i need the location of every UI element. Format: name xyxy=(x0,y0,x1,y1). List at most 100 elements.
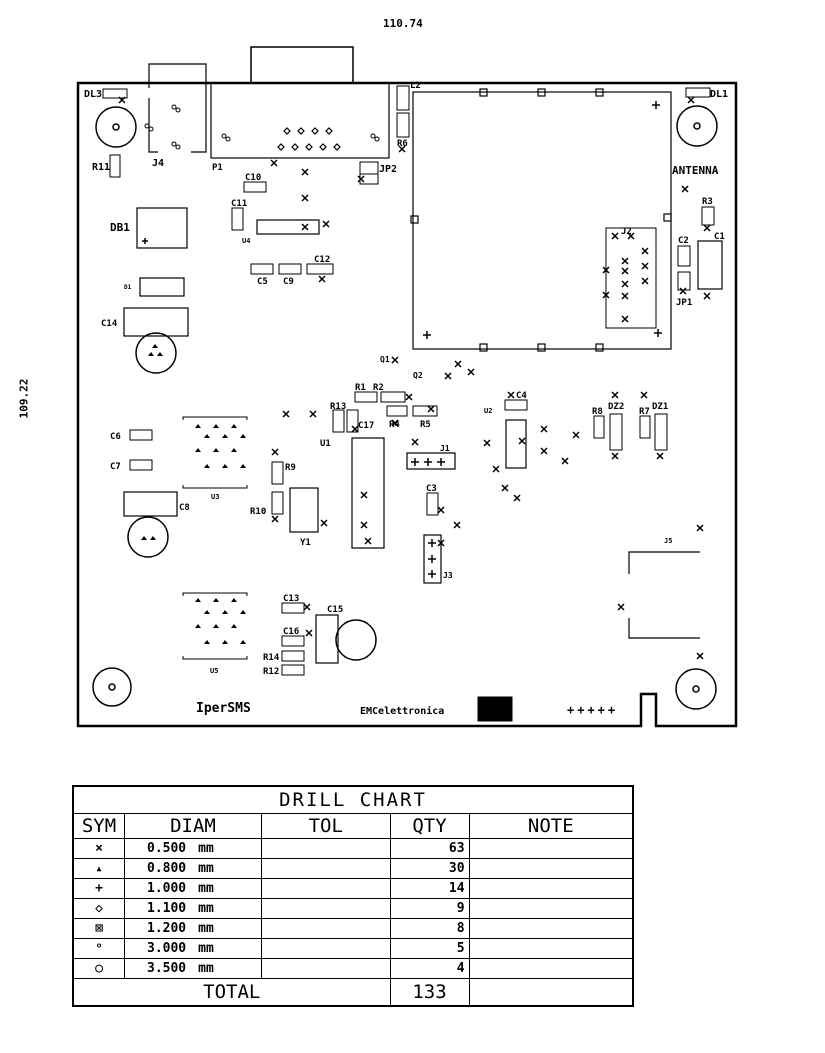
label-c9: C9 xyxy=(283,277,294,287)
diam-unit: mm xyxy=(198,881,214,896)
label-j4: J4 xyxy=(152,158,164,169)
component-labels: DL3 DL1 J4 R11 P1 L2 R6 JP2 C10 C11 U4 D… xyxy=(84,81,728,717)
label-c12: C12 xyxy=(314,255,330,265)
label-jp2: JP2 xyxy=(379,164,397,175)
diam-unit: mm xyxy=(198,941,214,956)
label-r11: R11 xyxy=(92,162,110,173)
label-r1: R1 xyxy=(355,383,366,393)
label-r5: R5 xyxy=(420,420,431,430)
label-c7: C7 xyxy=(110,462,121,472)
j1-outline xyxy=(406,452,456,470)
label-u2: U2 xyxy=(484,407,492,415)
drill-chart-total-row: TOTAL 133 xyxy=(72,978,634,1007)
note-cell xyxy=(468,838,634,859)
u2-outline xyxy=(505,419,527,469)
note-cell xyxy=(468,918,634,939)
label-r10: R10 xyxy=(250,507,266,517)
antenna-label: ANTENNA xyxy=(672,164,719,177)
label-j1: J1 xyxy=(440,444,450,453)
header-qty: QTY xyxy=(389,813,470,839)
header-note: NOTE xyxy=(468,813,634,839)
drill-cross-symbols xyxy=(118,96,711,660)
note-cell xyxy=(468,858,634,879)
drill-diamond-symbols xyxy=(277,127,341,151)
drill-chart-title: DRILL CHART xyxy=(72,785,634,814)
note-cell xyxy=(468,958,634,979)
label-c17: C17 xyxy=(358,421,374,431)
label-u5: U5 xyxy=(210,667,218,675)
note-cell xyxy=(468,878,634,899)
bottom-plus-marks: +++++ xyxy=(567,703,618,717)
db1-outline xyxy=(136,207,188,249)
label-jp1: JP1 xyxy=(676,298,692,308)
qty-cell: 5 xyxy=(389,938,470,959)
y1-outline xyxy=(289,487,319,533)
label-j2: J2 xyxy=(621,227,632,237)
label-c15: C15 xyxy=(327,605,343,615)
label-c2: C2 xyxy=(678,236,689,246)
label-c5: C5 xyxy=(257,277,268,287)
tol-cell xyxy=(261,898,391,919)
label-j3: J3 xyxy=(443,571,453,580)
pcb-drill-drawing: DL3 DL1 J4 R11 P1 L2 R6 JP2 C10 C11 U4 D… xyxy=(76,46,738,728)
label-c16: C16 xyxy=(283,627,299,637)
label-c10: C10 xyxy=(245,173,261,183)
board-name: IperSMS xyxy=(196,701,251,716)
label-r13: R13 xyxy=(330,402,346,412)
header-tol: TOL xyxy=(261,813,391,839)
label-p1: P1 xyxy=(212,163,223,173)
smd-parts xyxy=(102,85,715,722)
label-dz1: DZ1 xyxy=(652,402,668,412)
tol-cell xyxy=(261,958,391,979)
label-dl1: DL1 xyxy=(710,89,728,100)
board-width-dimension: 110.74 xyxy=(383,17,423,30)
u4-outline xyxy=(256,219,320,235)
total-label: TOTAL xyxy=(72,978,391,1007)
label-u3: U3 xyxy=(211,493,219,501)
diam-value: 1.200 xyxy=(147,921,187,936)
qty-cell: 14 xyxy=(389,878,470,899)
c1-outline xyxy=(697,240,723,290)
label-r7: R7 xyxy=(639,407,650,417)
label-r2: R2 xyxy=(373,383,384,393)
note-cell xyxy=(468,938,634,959)
circle-symbol-icon: ○ xyxy=(72,958,125,979)
d1-outline xyxy=(139,277,185,297)
label-y1: Y1 xyxy=(300,538,311,548)
diam-value: 3.500 xyxy=(147,961,187,976)
board-outline xyxy=(76,81,738,728)
j2-outline xyxy=(605,227,657,329)
qty-cell: 63 xyxy=(389,838,470,859)
diam-unit: mm xyxy=(198,861,214,876)
label-q2: Q2 xyxy=(413,371,423,380)
label-c6: C6 xyxy=(110,432,121,442)
qty-cell: 8 xyxy=(389,918,470,939)
note-cell xyxy=(468,898,634,919)
label-c4: C4 xyxy=(516,391,527,401)
boxed-x-symbol-icon: ⊠ xyxy=(72,918,125,939)
c14-outline xyxy=(123,307,189,337)
label-c1: C1 xyxy=(714,232,725,242)
label-r14: R14 xyxy=(263,653,280,663)
label-c11: C11 xyxy=(231,199,247,209)
header-sym: SYM xyxy=(72,813,125,839)
diam-value: 1.000 xyxy=(147,881,187,896)
label-r9: R9 xyxy=(285,463,296,473)
label-c3: C3 xyxy=(426,484,437,494)
p1-connector-shell xyxy=(250,46,354,83)
label-u4: U4 xyxy=(242,237,250,245)
label-r8: R8 xyxy=(592,407,603,417)
c8-outline xyxy=(123,491,178,517)
j4-outline xyxy=(148,63,207,153)
label-d1: D1 xyxy=(124,284,132,291)
drill-triangle-symbols xyxy=(141,344,246,644)
